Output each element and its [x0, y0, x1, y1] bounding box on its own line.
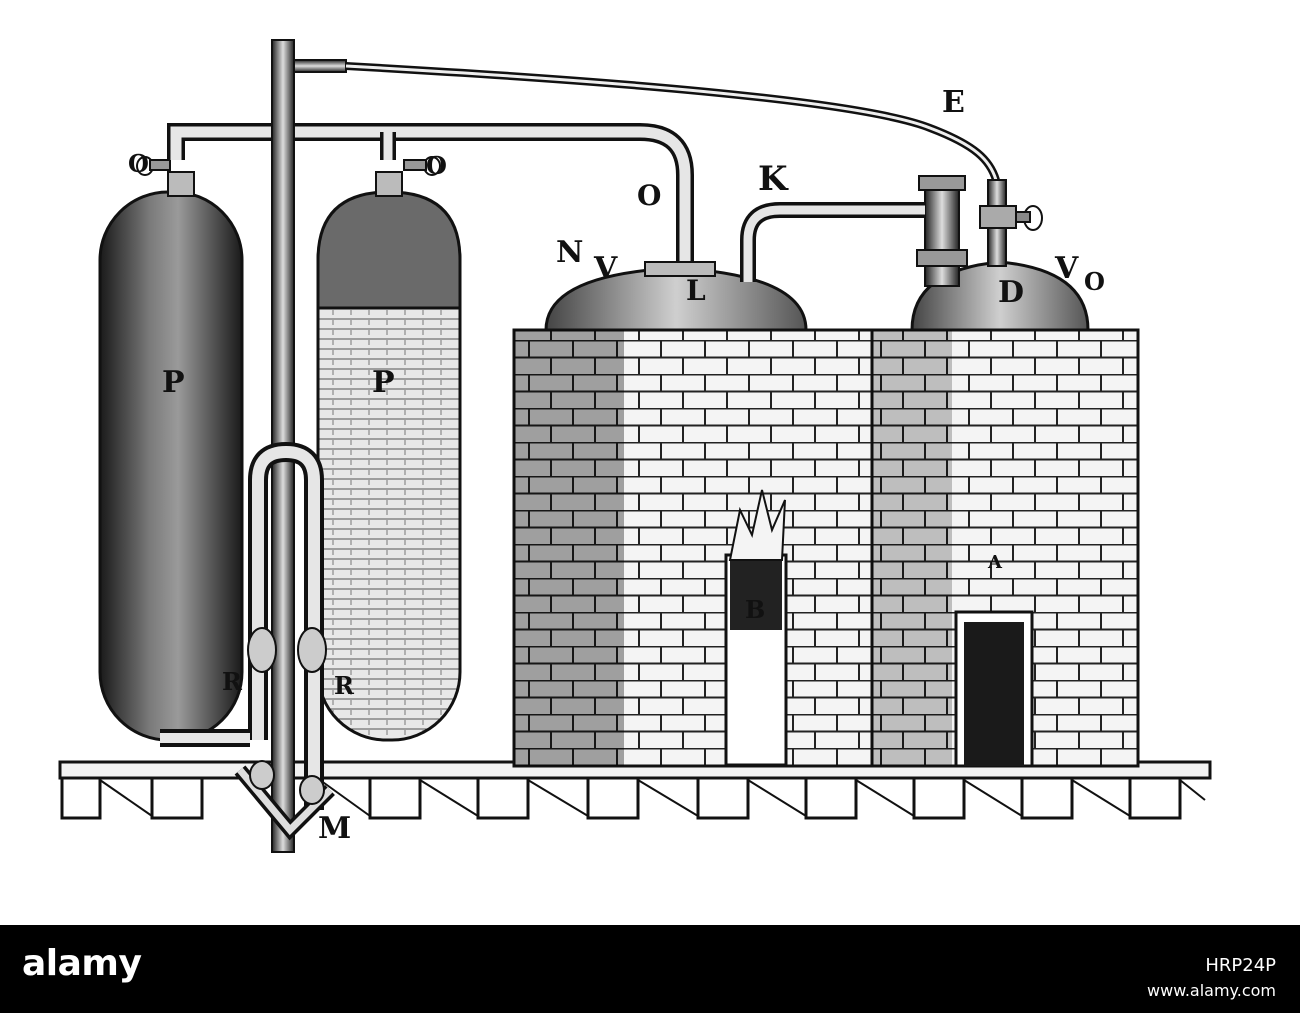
- label-r-right: R: [334, 671, 355, 700]
- label-a: A: [987, 552, 1003, 573]
- top-pipe: [167, 123, 694, 262]
- image-id: HRP24P: [1205, 955, 1276, 976]
- label-p-right: P: [372, 365, 395, 400]
- label-r-left: R: [222, 667, 243, 696]
- left-furnace: [512, 261, 874, 768]
- label-o-right: O: [1084, 267, 1105, 296]
- label-n: N: [556, 235, 583, 270]
- apparatus-illustration: E K O N V L D V O P P R R M A B O O: [58, 39, 1212, 853]
- floor: [58, 760, 1212, 820]
- label-v-left: V: [593, 251, 618, 286]
- right-furnace: [870, 175, 1140, 768]
- stock-url: www.alamy.com: [1147, 981, 1276, 1000]
- label-k: K: [758, 159, 789, 199]
- pipe-k: [740, 202, 925, 282]
- label-v-right: V: [1054, 251, 1079, 286]
- long-pipe-e: [293, 59, 1000, 182]
- label-o-valve-left: O: [128, 149, 149, 178]
- u-tube: [160, 441, 335, 841]
- engraving-figure: E K O N V L D V O P P R R M A B O O: [58, 39, 1212, 853]
- label-b: B: [745, 595, 765, 624]
- label-d: D: [998, 275, 1024, 310]
- alamy-logo: alamy: [22, 943, 142, 984]
- figure-labels: E K O N V L D V O P P R R M A B O O: [128, 85, 1105, 846]
- label-o-pipe: O: [637, 179, 661, 212]
- label-m: M: [318, 811, 351, 846]
- label-l: L: [686, 274, 706, 307]
- label-p-left: P: [162, 365, 185, 400]
- stock-watermark-bar: alamy HRP24P www.alamy.com: [0, 925, 1300, 1013]
- right-water-tank: [316, 156, 462, 742]
- label-e: E: [942, 85, 965, 120]
- left-gas-tank: [98, 156, 244, 742]
- label-o-valve-right: O: [426, 151, 447, 180]
